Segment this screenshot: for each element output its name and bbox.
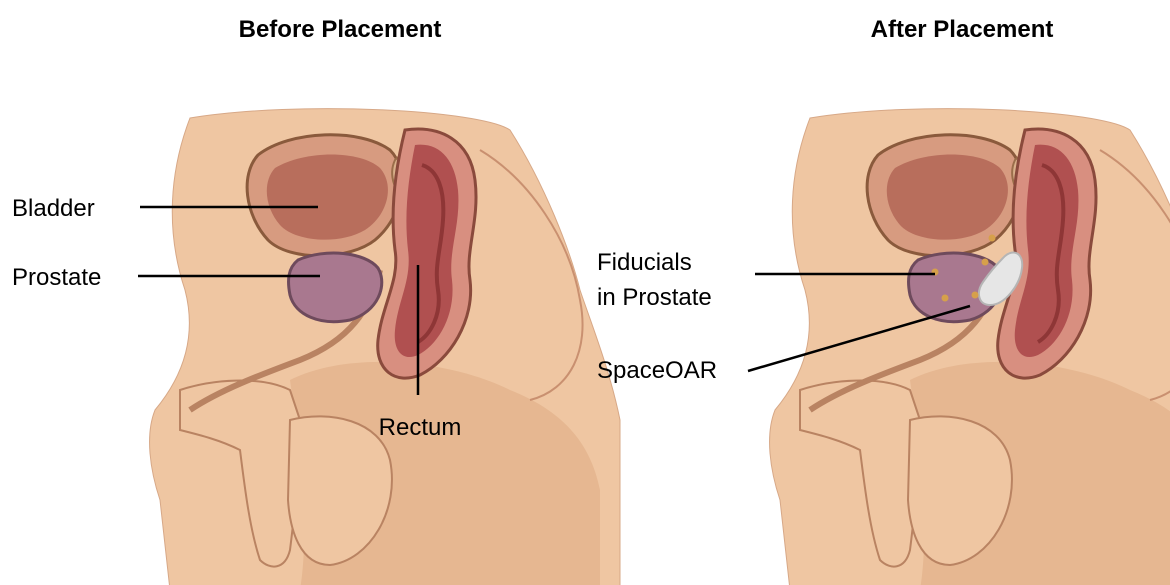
fiducials-label-line1: Fiducials <box>597 249 692 276</box>
fiducial-marker <box>982 259 989 266</box>
fiducial-marker <box>989 235 996 242</box>
fiducials-label-line2: in Prostate <box>597 284 712 311</box>
before-panel: Before Placement Bladder Prostate Rectum <box>12 16 620 585</box>
panel-title: After Placement <box>871 16 1054 43</box>
rectum-label: Rectum <box>379 414 462 441</box>
fiducial-marker <box>972 292 979 299</box>
anatomy-illustration <box>150 109 620 585</box>
prostate-label: Prostate <box>12 264 101 291</box>
spaceoar-label: SpaceOAR <box>597 357 717 384</box>
after-panel: After Placement Fiducials in Prostate Sp… <box>597 16 1170 585</box>
panel-title: Before Placement <box>239 16 442 43</box>
fiducial-marker <box>942 295 949 302</box>
bladder-label: Bladder <box>12 195 95 222</box>
